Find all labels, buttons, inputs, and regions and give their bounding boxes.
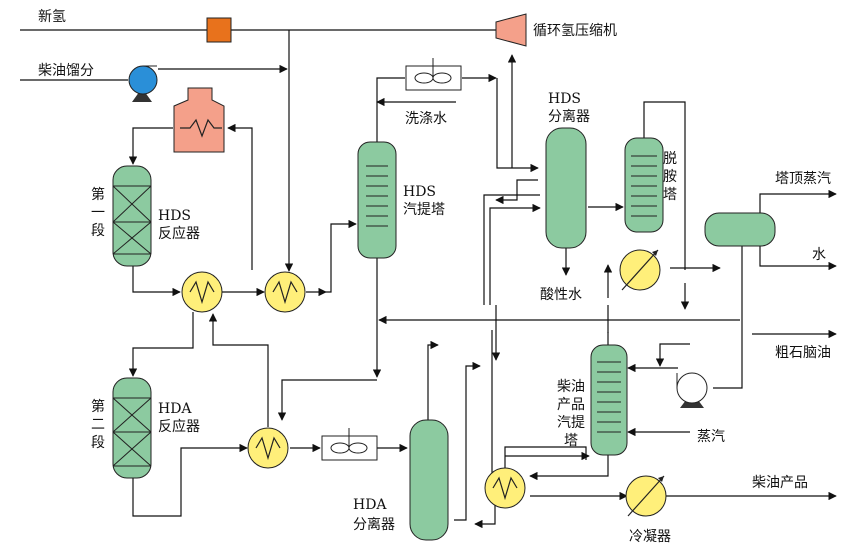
acid-water-label: 酸性水 bbox=[540, 287, 582, 303]
naphtha-pump-icon bbox=[676, 372, 708, 408]
recycle-compressor-label: 循环氢压缩机 bbox=[533, 23, 617, 39]
hds-reactor-label: HDS 反应器 bbox=[158, 208, 200, 242]
deamine-tower-column bbox=[624, 137, 664, 233]
fired-heater-icon bbox=[173, 87, 225, 153]
top-vapor-label: 塔顶蒸汽 bbox=[775, 171, 831, 187]
air-cooler-icon bbox=[619, 249, 661, 291]
heat-exchanger-icon bbox=[247, 427, 289, 469]
recycle-compressor-icon bbox=[495, 13, 527, 47]
hds-separator-label: HDS 分离器 bbox=[548, 91, 590, 125]
reflux-drum-vessel bbox=[704, 212, 776, 247]
heat-exchanger-icon bbox=[181, 271, 223, 313]
deamine-tower-label: 脱胺塔 bbox=[663, 151, 677, 203]
hda-reactor-label: HDA 反应器 bbox=[158, 401, 200, 435]
wash-water-label: 洗涤水 bbox=[405, 111, 447, 127]
fresh-h2-valve-icon bbox=[206, 17, 232, 43]
wash-water-mixer-icon bbox=[405, 58, 462, 91]
naphtha-label: 粗石脑油 bbox=[775, 345, 831, 361]
hds-reactor-vessel bbox=[112, 165, 152, 267]
hds-separator-vessel bbox=[545, 127, 587, 249]
heat-exchanger-icon bbox=[484, 467, 526, 509]
diesel-product-label: 柴油产品 bbox=[752, 475, 808, 491]
fresh-h2-label: 新氢 bbox=[38, 9, 66, 25]
diesel-fraction-label: 柴油馏分 bbox=[38, 63, 94, 79]
diesel-feed-pump-icon bbox=[128, 65, 158, 102]
hda-mixer-icon bbox=[321, 428, 378, 461]
hda-separator-vessel bbox=[409, 419, 449, 541]
condenser-label: 冷凝器 bbox=[629, 529, 671, 545]
hda-reactor-vessel bbox=[112, 377, 152, 479]
condenser-icon bbox=[625, 475, 667, 517]
steam-label: 蒸汽 bbox=[697, 429, 725, 445]
hda-separator-label: HDA 分离器 bbox=[353, 497, 395, 533]
heat-exchanger-icon bbox=[264, 271, 306, 313]
process-lines bbox=[20, 29, 837, 529]
hds-stripper-column bbox=[357, 141, 397, 259]
hds-stripper-label: HDS 汽提塔 bbox=[403, 184, 445, 218]
diesel-stripper-label: 柴油产品汽提塔 bbox=[557, 379, 585, 449]
second-stage-label: 第二段 bbox=[91, 399, 105, 451]
diesel-stripper-column bbox=[590, 344, 628, 456]
first-stage-label: 第一段 bbox=[91, 187, 105, 239]
water-label: 水 bbox=[812, 247, 826, 263]
